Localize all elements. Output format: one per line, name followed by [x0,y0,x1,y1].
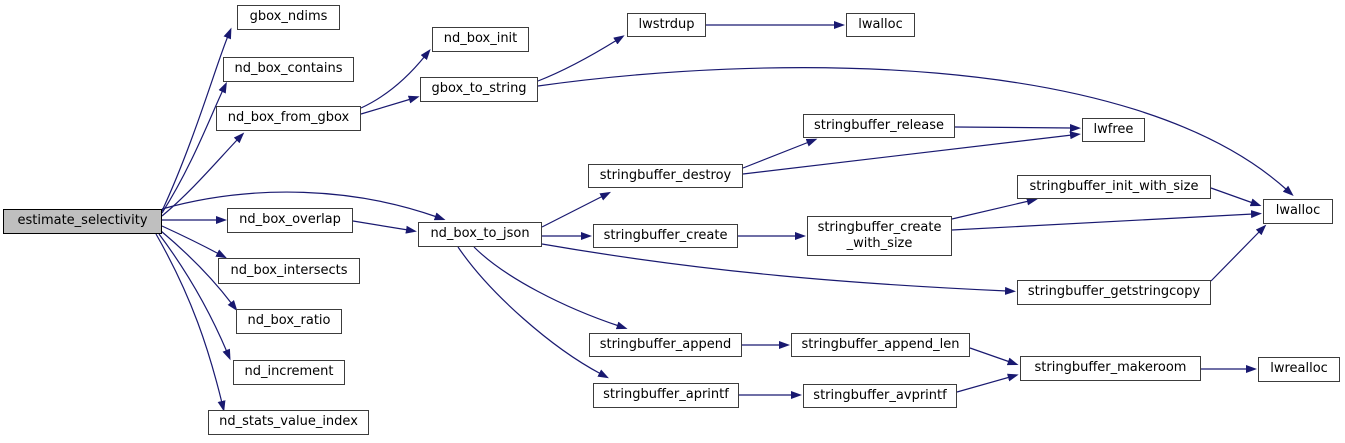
node-label: stringbuffer_getstringcopy [1027,284,1201,300]
node-lwalloc_1[interactable]: lwalloc [846,13,915,37]
node-estimate_selectivity: estimate_selectivity [3,209,162,234]
node-label: stringbuffer_init_with_size [1029,178,1199,194]
node-stringbuffer_release[interactable]: stringbuffer_release [803,114,955,138]
edge-stringbuffer_destroy-to-lwfree [742,131,1081,175]
node-nd_box_contains[interactable]: nd_box_contains [223,57,354,82]
node-label: stringbuffer_create [817,219,942,235]
node-label: lwfree [1093,121,1134,137]
edge-estimate_selectivity-to-nd_increment [158,233,231,361]
node-nd_box_ratio[interactable]: nd_box_ratio [236,309,342,334]
node-label: nd_increment [244,364,334,380]
edge-stringbuffer_create_with_size-to-stringbuffer_init_with_size [951,197,1038,220]
node-label: nd_box_ratio [247,313,331,329]
edge-estimate_selectivity-to-nd_box_contains [161,81,227,214]
node-stringbuffer_makeroom[interactable]: stringbuffer_makeroom [1020,356,1201,381]
node-label: nd_box_intersects [230,262,348,278]
node-label: stringbuffer_makeroom [1034,360,1187,376]
node-gbox_to_string[interactable]: gbox_to_string [420,77,538,102]
node-lwrealloc[interactable]: lwrealloc [1258,357,1340,382]
node-label: _with_size [846,236,913,251]
node-nd_stats_value_index[interactable]: nd_stats_value_index [208,410,369,435]
edge-stringbuffer_destroy-to-stringbuffer_release [742,138,818,169]
node-stringbuffer_create_with_size[interactable]: stringbuffer_create_with_size [807,216,952,256]
node-label: estimate_selectivity [17,213,148,229]
edge-nd_box_from_gbox-to-nd_box_init [360,49,431,109]
node-stringbuffer_create[interactable]: stringbuffer_create [593,224,738,248]
edge-nd_box_to_json-to-stringbuffer_destroy [541,191,612,228]
edge-nd_box_overlap-to-nd_box_to_json [352,220,417,234]
node-lwfree[interactable]: lwfree [1082,118,1145,142]
node-gbox_ndims[interactable]: gbox_ndims [237,5,340,30]
edge-gbox_to_string-to-lwstrdup [537,35,625,82]
node-lwstrdup[interactable]: lwstrdup [627,13,706,37]
node-stringbuffer_getstringcopy[interactable]: stringbuffer_getstringcopy [1017,280,1211,305]
node-nd_box_intersects[interactable]: nd_box_intersects [218,258,360,284]
node-label: lwrealloc [1270,361,1328,377]
node-label: nd_box_overlap [239,212,341,228]
node-stringbuffer_avprintf[interactable]: stringbuffer_avprintf [803,384,957,408]
node-label: nd_stats_value_index [219,414,358,430]
edge-stringbuffer_init_with_size-to-lwalloc_2 [1210,187,1262,207]
node-label: stringbuffer_aprintf [603,387,729,403]
edge-stringbuffer_create_with_size-to-lwalloc_2 [951,210,1262,231]
node-label: gbox_ndims [249,9,328,25]
node-nd_box_overlap[interactable]: nd_box_overlap [227,208,353,233]
edge-stringbuffer_avprintf-to-stringbuffer_makeroom [956,373,1019,393]
node-stringbuffer_append[interactable]: stringbuffer_append [589,333,742,357]
node-label: stringbuffer_create [603,227,728,243]
node-label: lwstrdup [638,16,695,32]
node-label: stringbuffer_release [813,117,944,133]
node-stringbuffer_aprintf[interactable]: stringbuffer_aprintf [593,383,739,408]
edge-estimate_selectivity-to-nd_box_ratio [160,230,238,312]
edge-estimate_selectivity-to-nd_box_to_json [161,191,446,221]
edge-estimate_selectivity-to-nd_stats_value_index [155,233,226,412]
node-label: nd_box_from_gbox [227,110,350,126]
node-label: nd_box_contains [234,61,343,77]
edge-estimate_selectivity-to-nd_box_from_gbox [161,132,245,217]
edge-stringbuffer_getstringcopy-to-lwalloc_2 [1210,224,1267,282]
node-stringbuffer_append_len[interactable]: stringbuffer_append_len [791,333,970,357]
node-stringbuffer_init_with_size[interactable]: stringbuffer_init_with_size [1017,175,1211,199]
edge-estimate_selectivity-to-gbox_ndims [161,27,232,212]
node-label: nd_box_init [443,31,518,47]
edge-stringbuffer_append_len-to-stringbuffer_makeroom [969,347,1019,366]
node-label: stringbuffer_append_len [801,336,960,352]
node-label: lwalloc [1275,203,1321,219]
node-nd_box_init[interactable]: nd_box_init [432,27,529,52]
node-label: gbox_to_string [431,81,527,97]
node-label: stringbuffer_append [599,336,732,352]
node-label: lwalloc [858,16,903,32]
edge-nd_box_to_json-to-stringbuffer_append [473,246,628,330]
node-nd_box_from_gbox[interactable]: nd_box_from_gbox [216,106,361,131]
node-label: stringbuffer_avprintf [813,387,947,403]
edge-gbox_to_string-to-lwalloc_2 [537,67,1294,197]
edge-nd_box_to_json-to-stringbuffer_aprintf [457,246,609,379]
node-nd_increment[interactable]: nd_increment [233,360,345,385]
edge-estimate_selectivity-to-nd_box_intersects [161,225,227,259]
node-label: nd_box_to_json [430,226,530,242]
node-lwalloc_2[interactable]: lwalloc [1263,199,1333,224]
node-stringbuffer_destroy[interactable]: stringbuffer_destroy [588,164,743,188]
edge-stringbuffer_release-to-lwfree [954,123,1081,132]
node-nd_box_to_json[interactable]: nd_box_to_json [418,222,542,247]
node-label: stringbuffer_destroy [599,167,732,183]
edge-nd_box_to_json-to-stringbuffer_getstringcopy [541,243,1016,295]
edge-nd_box_from_gbox-to-gbox_to_string [360,95,420,115]
